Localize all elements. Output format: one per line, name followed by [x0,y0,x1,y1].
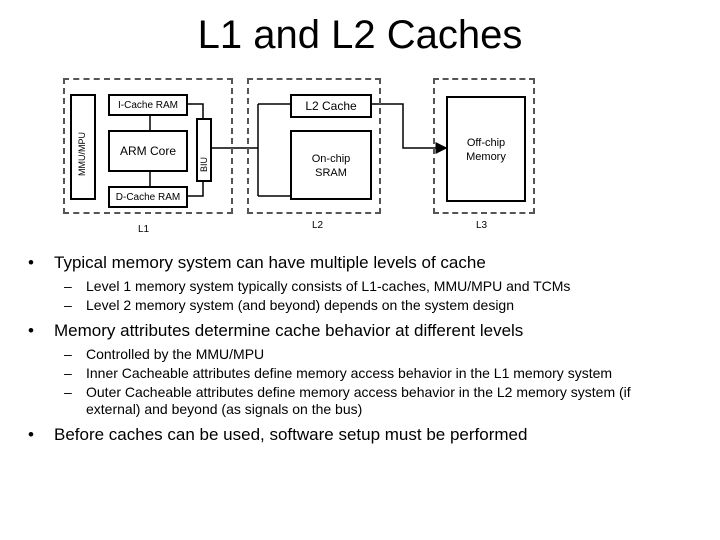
sub-bullet-list: Level 1 memory system typically consists… [28,278,708,314]
icache-box: I-Cache RAM [108,94,188,116]
mmu-label: MMU/MPU [77,132,87,176]
l1-region [63,78,233,214]
sub-bullet-item: Level 2 memory system (and beyond) depen… [28,297,660,314]
sub-bullet-item: Level 1 memory system typically consists… [28,278,660,295]
sub-bullet-list: Controlled by the MMU/MPU Inner Cacheabl… [28,346,708,418]
sram-label-line1: On-chip [311,153,351,165]
dcache-label: D-Cache RAM [115,192,181,203]
bullet-item: Typical memory system can have multiple … [28,252,708,274]
l2-cache-box: L2 Cache [290,94,372,118]
connector-lines [149,103,448,197]
memory-diagram: I-Cache RAM MMU/MPU ARM Core BIU D-Cache… [0,0,720,240]
icache-to-biu-line [186,103,204,118]
slide-title: L1 and L2 Caches [197,13,523,57]
l1-label: L1 [138,224,150,235]
sub-bullet-item: Inner Cacheable attributes define memory… [28,365,660,382]
l3-label: L3 [476,220,488,231]
offchip-label-line1: Off-chip [466,137,506,149]
offchip-label-line2: Memory [466,151,506,163]
l2-region [247,78,381,214]
l2-to-offchip-line [370,103,448,154]
bullet-item: Memory attributes determine cache behavi… [28,320,708,342]
biu-box [196,118,212,182]
l3-region [433,78,535,214]
sram-label-line2: SRAM [315,167,347,179]
l2-cache-label: L2 Cache [305,99,357,113]
sub-bullet-item: Outer Cacheable attributes define memory… [28,384,660,418]
arm-core-box: ARM Core [108,130,188,172]
arm-core-label: ARM Core [119,144,176,158]
icache-label: I-Cache RAM [117,100,178,111]
mmu-box [70,94,96,200]
biu-label: BIU [199,156,209,172]
dcache-box: D-Cache RAM [108,186,188,208]
dcache-to-biu-line [186,182,204,197]
sram-box: On-chip SRAM [290,130,372,200]
bullet-item: Before caches can be used, software setu… [28,424,708,446]
l2-label: L2 [312,220,324,231]
sub-bullet-item: Controlled by the MMU/MPU [28,346,660,363]
bullet-list: Typical memory system can have multiple … [28,246,708,446]
offchip-memory-box: Off-chip Memory [446,96,526,202]
